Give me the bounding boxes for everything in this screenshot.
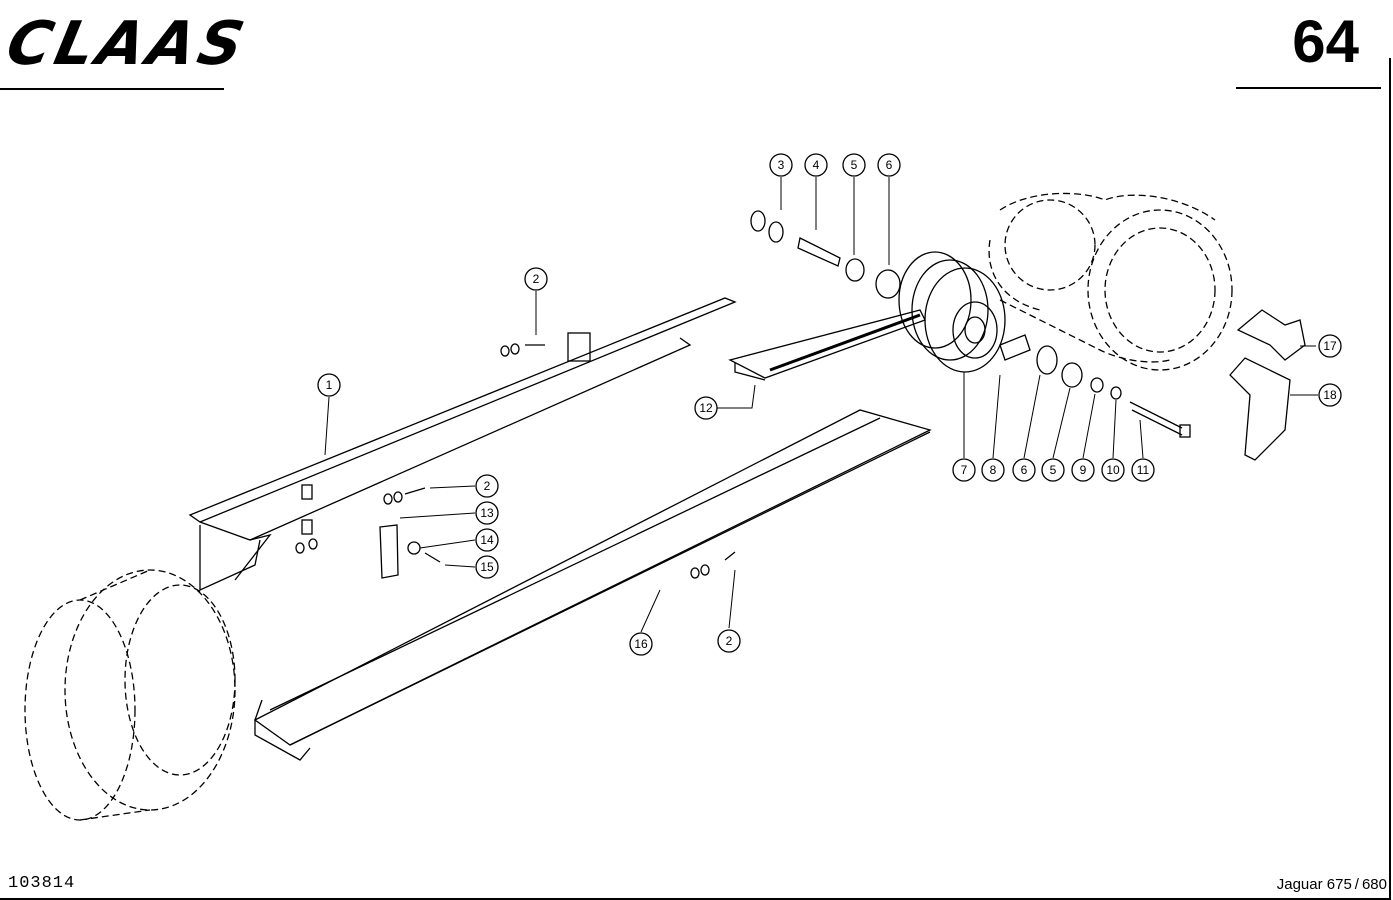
svg-text:7: 7 [961, 463, 968, 477]
wheel-outline [24, 569, 236, 821]
model-separator: / [1354, 876, 1359, 893]
engine-drum-outline [988, 192, 1233, 371]
callout-2-low: 2 [717, 629, 741, 653]
page-border-right [1389, 58, 1391, 900]
part-1-channel-rail [188, 297, 737, 592]
svg-text:13: 13 [480, 506, 494, 520]
svg-text:6: 6 [886, 158, 893, 172]
svg-text:18: 18 [1323, 388, 1337, 402]
header-rule-left [0, 88, 224, 90]
upper-shaft-parts [750, 210, 901, 299]
callout-10: 10 [1101, 458, 1125, 482]
svg-text:3: 3 [778, 158, 785, 172]
svg-text:2: 2 [533, 272, 540, 286]
drawing-number: 103814 [8, 874, 76, 893]
svg-text:2: 2 [726, 634, 733, 648]
model-name: Jaguar 675 [1276, 876, 1352, 893]
callout-5-bottom: 5 [1041, 458, 1065, 482]
callout-12: 12 [694, 396, 718, 420]
svg-text:12: 12 [699, 401, 713, 415]
callout-3: 3 [769, 153, 793, 177]
svg-text:8: 8 [990, 463, 997, 477]
callout-6-bottom: 6 [1012, 458, 1036, 482]
callout-1: 1 [317, 373, 341, 397]
callout-5-top: 5 [842, 153, 866, 177]
callout-6-top: 6 [877, 153, 901, 177]
part-11-bolt [1129, 401, 1191, 438]
callout-8: 8 [981, 458, 1005, 482]
svg-text:2: 2 [484, 479, 491, 493]
svg-text:14: 14 [480, 533, 494, 547]
header-rule-right [1236, 87, 1381, 89]
callout-2-mid: 2 [475, 474, 499, 498]
small-hardware [295, 332, 736, 579]
svg-text:5: 5 [851, 158, 858, 172]
svg-text:11: 11 [1137, 463, 1150, 477]
svg-text:6: 6 [1021, 463, 1028, 477]
brackets-17-18 [1229, 309, 1306, 461]
page-number: 64 [1292, 8, 1359, 75]
callout-4: 4 [804, 153, 828, 177]
svg-text:15: 15 [480, 560, 494, 574]
callout-2-top: 2 [524, 267, 548, 291]
callout-13: 13 [475, 501, 499, 525]
svg-text:4: 4 [813, 158, 820, 172]
callout-18: 18 [1318, 383, 1342, 407]
svg-text:1: 1 [326, 378, 333, 392]
svg-text:17: 17 [1323, 339, 1337, 353]
part-7-pulley [898, 251, 1006, 373]
svg-text:16: 16 [634, 637, 648, 651]
svg-text:9: 9 [1080, 463, 1087, 477]
callout-15: 15 [475, 555, 499, 579]
callout-9: 9 [1071, 458, 1095, 482]
model-label: Jaguar 675/680 [1277, 876, 1387, 893]
callout-11: 11 [1131, 458, 1155, 482]
svg-text:5: 5 [1050, 463, 1057, 477]
leader-lines [324, 177, 1318, 633]
callout-14: 14 [475, 528, 499, 552]
model-variant: 680 [1361, 876, 1387, 893]
part-16-channel [253, 409, 932, 761]
callout-17: 17 [1318, 334, 1342, 358]
svg-text:10: 10 [1106, 463, 1120, 477]
part-12-belt [728, 309, 926, 381]
callout-7: 7 [952, 458, 976, 482]
hub-and-bearings [999, 334, 1122, 400]
page-border-bottom [0, 898, 1390, 900]
callout-16: 16 [629, 632, 653, 656]
